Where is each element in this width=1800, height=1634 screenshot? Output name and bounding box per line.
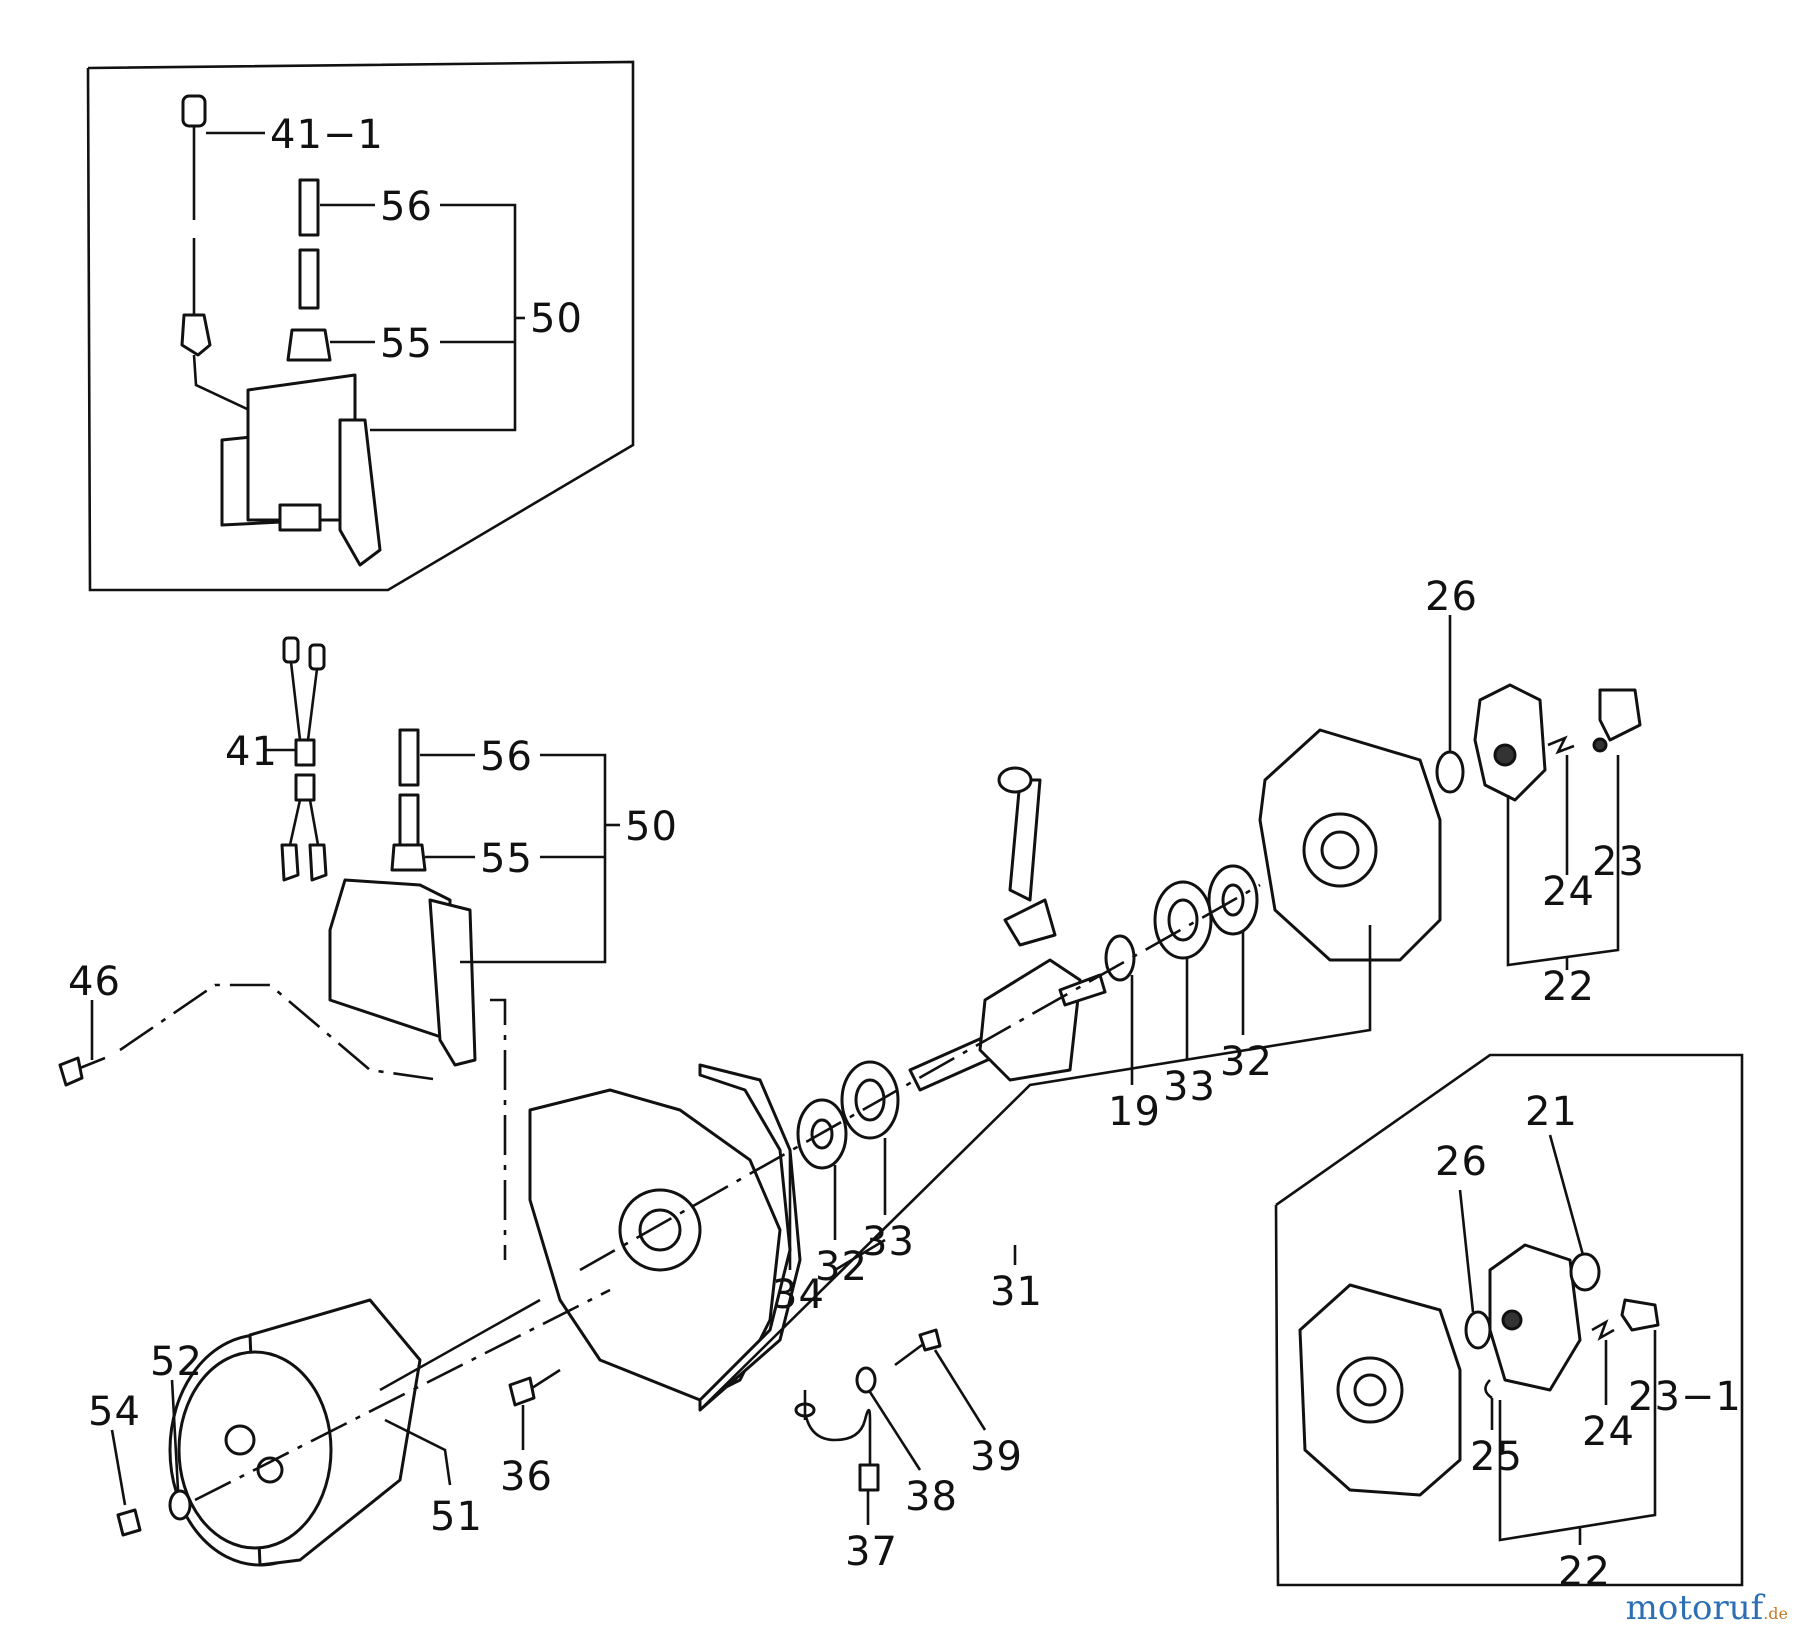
bearing-33-mid — [1153, 880, 1213, 960]
label-41: 41 — [225, 729, 278, 775]
label-33-mid: 33 — [1163, 1064, 1216, 1110]
bolt-46 — [58, 1056, 106, 1087]
part-56-top-b — [298, 248, 320, 310]
part-56-top-a — [298, 178, 320, 237]
leader-50-mid — [460, 753, 607, 964]
ignition-coil-top — [220, 373, 382, 567]
washer-19 — [1104, 934, 1136, 982]
bearing-33-left — [840, 1060, 900, 1140]
axis-46 — [119, 983, 441, 1082]
leader-51 — [384, 1418, 452, 1486]
leader-39 — [933, 1349, 987, 1431]
axis-flywheel — [194, 1288, 611, 1502]
drum-22-bot — [1488, 1243, 1582, 1392]
ignition-cable-mid — [280, 636, 328, 882]
label-22-top: 22 — [1542, 964, 1595, 1010]
inset-box-bottom — [1274, 1053, 1744, 1587]
axis-coil — [490, 998, 507, 1260]
crankcase-inset — [1298, 1283, 1462, 1497]
crankshaft — [908, 766, 1107, 1092]
crankcase-right — [1258, 728, 1442, 962]
screw-39 — [894, 1328, 942, 1367]
leader-22-bot — [1498, 1330, 1657, 1542]
washer-38 — [855, 1366, 877, 1394]
bolt-36 — [508, 1368, 561, 1407]
washer-26-top — [1435, 750, 1465, 794]
label-39: 39 — [970, 1434, 1023, 1480]
part-55-top — [286, 328, 332, 362]
leader-22-top — [1506, 755, 1620, 967]
nut-21 — [1569, 1252, 1601, 1292]
label-26-top: 26 — [1425, 574, 1478, 620]
pawl-23-1 — [1620, 1298, 1660, 1332]
label-52: 52 — [150, 1339, 203, 1385]
label-24-bot: 24 — [1582, 1409, 1635, 1455]
watermark: motoruf.de — [1626, 1588, 1788, 1628]
label-19: 19 — [1108, 1089, 1161, 1135]
flywheel-51 — [168, 1298, 422, 1567]
label-26-bot: 26 — [1435, 1139, 1488, 1185]
leader-38 — [868, 1391, 922, 1471]
rotor-22-top — [1473, 683, 1547, 802]
label-33-low: 33 — [862, 1219, 915, 1265]
washer-26-bot — [1464, 1310, 1492, 1350]
leader-34-b — [834, 1238, 886, 1272]
label-56-top: 56 — [380, 184, 433, 230]
label-34: 34 — [772, 1272, 825, 1318]
part-56-mid-a — [398, 728, 420, 787]
label-46: 46 — [68, 959, 121, 1005]
part-56-mid-b — [398, 793, 420, 847]
label-56-mid: 56 — [480, 734, 533, 780]
label-25: 25 — [1470, 1434, 1523, 1480]
label-21: 21 — [1525, 1089, 1578, 1135]
label-31: 31 — [990, 1269, 1043, 1315]
label-24-top: 24 — [1542, 869, 1595, 915]
label-55-top: 55 — [380, 321, 433, 367]
ignition-coil-mid — [328, 878, 477, 1067]
label-50-top: 50 — [530, 296, 583, 342]
label-38: 38 — [905, 1474, 958, 1520]
label-51: 51 — [430, 1494, 483, 1540]
label-36: 36 — [500, 1454, 553, 1500]
leader-21 — [1548, 1134, 1585, 1256]
ignition-cable-top — [180, 94, 261, 417]
nut-54 — [116, 1508, 142, 1537]
leader-54 — [110, 1429, 127, 1506]
watermark-tld: .de — [1763, 1604, 1788, 1623]
label-22-bot: 22 — [1558, 1549, 1611, 1595]
label-41-1: 41−1 — [270, 112, 384, 158]
label-23-1: 23−1 — [1628, 1374, 1742, 1420]
leader-52 — [170, 1379, 180, 1491]
sensor-wire-37 — [794, 1402, 880, 1492]
axis-crank — [579, 883, 1261, 1272]
washer-52 — [168, 1489, 192, 1521]
part-55-mid — [390, 843, 427, 872]
label-54: 54 — [88, 1389, 141, 1435]
watermark-brand: motoruf — [1625, 1588, 1764, 1628]
label-32-low: 32 — [815, 1244, 868, 1290]
spring-24-top — [1547, 735, 1575, 755]
label-37: 37 — [845, 1529, 898, 1575]
leader-31 — [699, 925, 1372, 1411]
label-55-mid: 55 — [480, 836, 533, 882]
inset-box-top — [86, 60, 635, 592]
leader-26-bot — [1458, 1189, 1475, 1313]
label-32-mid: 32 — [1220, 1039, 1273, 1085]
pawl-23-top — [1592, 688, 1642, 753]
label-50-mid: 50 — [625, 804, 678, 850]
label-23-top: 23 — [1592, 839, 1645, 885]
spring-24-bot — [1591, 1319, 1615, 1341]
axis-flywheel-b — [379, 1298, 541, 1392]
leader-50-top — [370, 203, 517, 432]
crankcase-left — [528, 1088, 782, 1402]
clip-25 — [1484, 1379, 1493, 1400]
